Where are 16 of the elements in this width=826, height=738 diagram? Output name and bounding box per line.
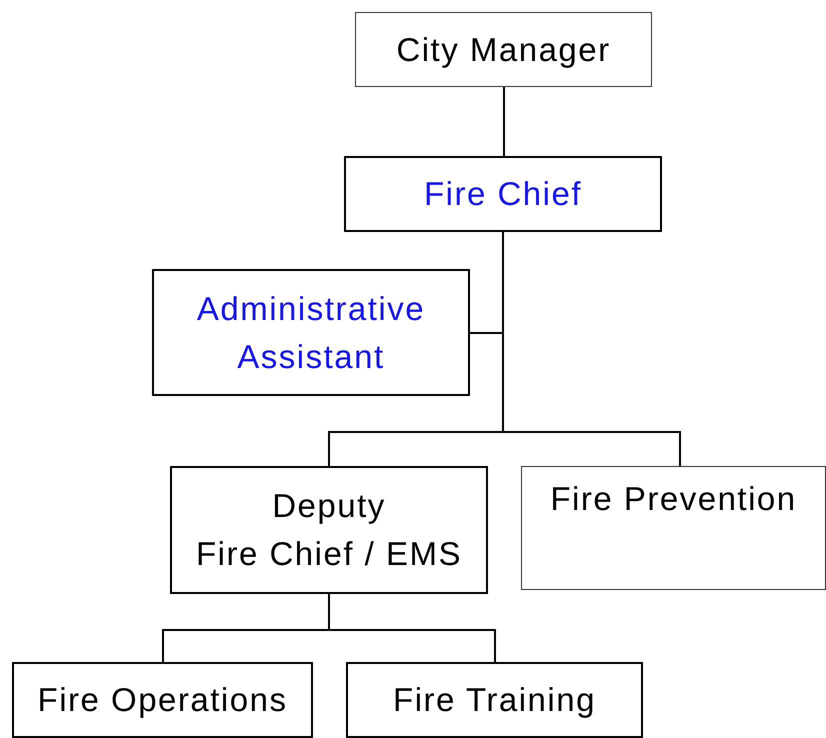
connector-line <box>502 232 681 466</box>
role-title: Fire Operations <box>38 680 288 720</box>
org-box <box>152 269 470 396</box>
role-title: Fire Prevention <box>550 479 797 519</box>
org-box <box>521 466 826 590</box>
role-title: Deputy Fire Chief / EMS <box>196 486 462 574</box>
role-title: Administrative Assistant <box>196 288 426 376</box>
org-box <box>355 12 652 87</box>
role-title: Fire Training <box>393 680 596 720</box>
role-title: Fire Chief <box>424 174 582 214</box>
org-box <box>346 662 643 738</box>
role-title: City Manager <box>396 30 611 70</box>
org-box <box>344 156 662 232</box>
org-box <box>170 466 488 594</box>
org-box <box>12 662 313 738</box>
connector-line <box>503 87 505 156</box>
